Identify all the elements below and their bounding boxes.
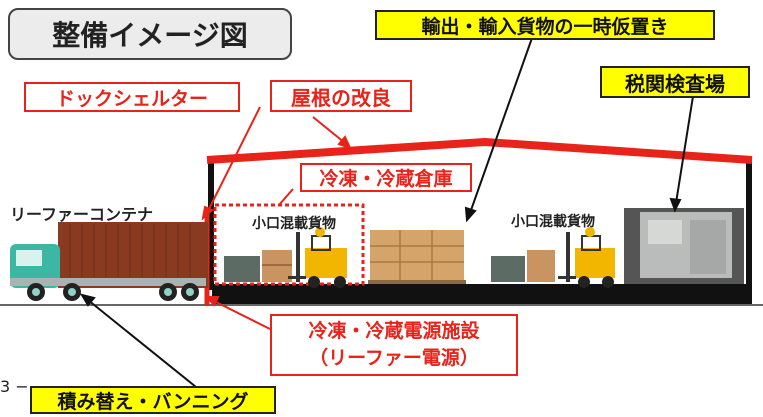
roof-arrowhead: [337, 135, 352, 150]
storage-leader: [469, 37, 533, 214]
cargo-left: [224, 250, 292, 282]
roof-improvement-label: 屋根の改良: [270, 80, 412, 112]
reefer-truck: [10, 222, 208, 301]
roof: [206, 138, 753, 164]
vanning-label: 積み替え・バンニング: [30, 386, 276, 414]
dock-shelter-arrowhead: [201, 205, 214, 221]
temporary-storage-label: 輸出・輸入貨物の一時仮置き: [375, 10, 715, 40]
power-facility-line1: 冷凍・冷蔵電源施設: [308, 320, 480, 342]
cargo-right: [491, 250, 555, 282]
power-facility-line2: （リーファー電源）: [309, 347, 479, 369]
cold-storage-leader: [278, 188, 294, 206]
customs-arrowhead: [669, 197, 682, 213]
dock-shelter-label: ドックシェルター: [24, 82, 240, 112]
customs-inspection-machine: [624, 208, 744, 284]
power-leader: [211, 299, 271, 330]
warehouse-floor: [212, 284, 752, 304]
small-cargo-label-right: 小口混載貨物: [511, 214, 595, 230]
page-number-fragment: 3 −: [0, 377, 29, 396]
warehouse-left-wall: [208, 160, 214, 290]
forklift-left: [288, 227, 347, 288]
vanning-leader: [87, 299, 197, 388]
power-facility-label: 冷凍・冷蔵電源施設 （リーファー電源）: [270, 314, 518, 376]
cold-storage-label: 冷凍・冷蔵倉庫: [300, 163, 472, 192]
diagram-title: 整備イメージ図: [8, 8, 292, 60]
customs-leader: [675, 89, 695, 204]
storage-arrowhead: [464, 206, 477, 223]
cold-storage-zone: [213, 203, 365, 286]
forklift-right: [558, 227, 615, 288]
vanning-arrowhead: [79, 293, 96, 307]
reefer-container-label: リーファーコンテナ: [10, 205, 154, 224]
cargo-center: [368, 230, 466, 284]
roof-leader: [312, 116, 346, 144]
power-arrowhead: [204, 296, 220, 307]
warehouse-right-wall: [746, 160, 752, 290]
dock-shelter-leader: [206, 106, 261, 214]
small-cargo-label-left: 小口混載貨物: [252, 216, 336, 232]
customs-inspection-label: 税関検査場: [600, 66, 750, 98]
